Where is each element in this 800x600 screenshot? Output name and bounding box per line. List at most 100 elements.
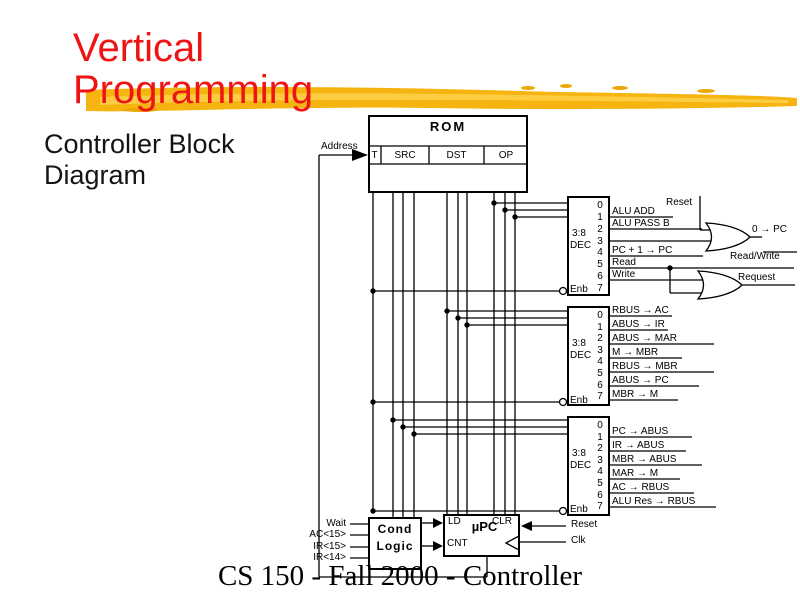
decoder-src-digit: 7 bbox=[597, 501, 603, 512]
dst-signal-label: ABUS → PC bbox=[612, 375, 669, 386]
cond-input-ir14: IR<14> bbox=[313, 552, 346, 563]
cond-logic-line2: Logic bbox=[376, 539, 414, 553]
swoosh-fleck bbox=[521, 86, 535, 90]
swoosh-fleck bbox=[697, 89, 715, 93]
arrowheads bbox=[352, 149, 532, 551]
decoder-dst-box bbox=[567, 306, 610, 406]
decoder-op-digit: 1 bbox=[597, 212, 603, 223]
decoder-op-box bbox=[567, 196, 610, 296]
decoder-op-digit: 3 bbox=[597, 236, 603, 247]
cond-input-wait: Wait bbox=[326, 518, 346, 529]
decoder-dst-ratio: 3:8 bbox=[572, 338, 586, 349]
decoder-src-name: DEC bbox=[570, 460, 592, 471]
wires bbox=[318, 145, 797, 578]
decoder-src-digit: 3 bbox=[597, 455, 603, 466]
cond-logic-box bbox=[368, 517, 422, 570]
decoder-src-box bbox=[567, 416, 610, 516]
upc-ld-label: LD bbox=[448, 516, 461, 527]
or-gate-request bbox=[696, 270, 743, 300]
src-signal-label: PC → ABUS bbox=[612, 426, 669, 437]
request-label: Request bbox=[738, 272, 776, 283]
op-signal-label: ALU ADD bbox=[612, 206, 655, 217]
src-signal-label: MAR → M bbox=[612, 468, 659, 479]
upc-title: µPC bbox=[471, 519, 498, 534]
enable-bubbles bbox=[558, 286, 568, 516]
rom-title: ROM bbox=[429, 119, 467, 134]
slide-footer: CS 150 - Fall 2000 - Controller bbox=[217, 560, 583, 592]
clk-label: Clk bbox=[571, 535, 586, 546]
cond-logic-line1: Cond bbox=[377, 522, 413, 536]
cnt-arrow bbox=[433, 541, 443, 551]
src-signal-label: AC → RBUS bbox=[612, 482, 670, 493]
src-signal-label: MBR → ABUS bbox=[612, 454, 677, 465]
dst-signal-label: M → MBR bbox=[612, 347, 659, 358]
op-signal-label: PC + 1 → PC bbox=[612, 245, 673, 256]
src-signal-label: ALU Res → RBUS bbox=[612, 496, 696, 507]
decoder-op-digit: 7 bbox=[597, 283, 603, 294]
cond-input-ac15: AC<15> bbox=[309, 529, 346, 540]
decoder-dst-digit: 6 bbox=[597, 380, 603, 391]
rom-field-t: T bbox=[371, 150, 378, 161]
decoder-src-digit: 6 bbox=[597, 490, 603, 501]
decoder-op-digit: 4 bbox=[597, 247, 603, 258]
decoder-dst-digit: 7 bbox=[597, 391, 603, 402]
or-gate-zero-pc bbox=[704, 222, 751, 252]
swoosh-fleck bbox=[122, 108, 158, 112]
page-title-line2: Programming bbox=[73, 68, 314, 112]
op-signal-label: Write bbox=[612, 269, 636, 280]
decoder-dst-digit: 5 bbox=[597, 368, 603, 379]
reset-arrow bbox=[521, 521, 532, 531]
decoder-src-digit: 4 bbox=[597, 466, 603, 477]
rom-field-src: SRC bbox=[394, 150, 416, 161]
swoosh-highlight bbox=[100, 93, 788, 105]
upc-clr-label: CLR bbox=[492, 516, 513, 527]
reset-bottom-label: Reset bbox=[571, 519, 598, 530]
decoder-dst-digit: 3 bbox=[597, 345, 603, 356]
junction-dots bbox=[370, 200, 673, 514]
clock-triangle-icon bbox=[504, 535, 520, 551]
rom-field-op: OP bbox=[498, 150, 514, 161]
op-signal-label: ALU PASS B bbox=[612, 218, 670, 229]
decoder-dst-digit: 0 bbox=[597, 310, 603, 321]
decoder-dst-enb: Enb bbox=[570, 395, 588, 406]
swoosh-fleck bbox=[560, 84, 572, 88]
decoder-dst-digit: 1 bbox=[597, 322, 603, 333]
decoder-src-enb: Enb bbox=[570, 504, 588, 515]
decoder-op-digit: 0 bbox=[597, 200, 603, 211]
ld-arrow bbox=[433, 518, 443, 528]
reset-top-label: Reset bbox=[666, 197, 693, 208]
address-label: Address bbox=[321, 141, 358, 152]
dst-signal-label: RBUS → MBR bbox=[612, 361, 678, 372]
decoder-dst-name: DEC bbox=[570, 350, 592, 361]
swoosh-fleck bbox=[612, 86, 628, 90]
rom-box bbox=[368, 115, 528, 193]
decoder-src-digit: 1 bbox=[597, 432, 603, 443]
decoder-op-digit: 5 bbox=[597, 259, 603, 270]
zero-to-pc-label: 0 → PC bbox=[752, 224, 788, 235]
dst-signal-label: RBUS → AC bbox=[612, 305, 669, 316]
decoder-src-digit: 0 bbox=[597, 420, 603, 431]
dst-signal-label: MBR → M bbox=[612, 389, 659, 400]
dst-signal-label: ABUS → IR bbox=[612, 319, 665, 330]
decoder-src-digit: 5 bbox=[597, 478, 603, 489]
upc-box bbox=[443, 514, 520, 557]
page-title-line1: Vertical bbox=[73, 26, 205, 70]
read-write-label: Read/Write bbox=[730, 251, 780, 262]
decoder-src-ratio: 3:8 bbox=[572, 448, 586, 459]
src-signal-label: IR → ABUS bbox=[612, 440, 665, 451]
dst-signal-label: ABUS → MAR bbox=[612, 333, 678, 344]
rom-field-dst: DST bbox=[446, 150, 467, 161]
cond-input-ir15: IR<15> bbox=[313, 541, 346, 552]
op-signal-label: Read bbox=[612, 257, 636, 268]
decoder-op-digit: 2 bbox=[597, 224, 603, 235]
decoder-dst-digit: 2 bbox=[597, 333, 603, 344]
decoder-src-digit: 2 bbox=[597, 443, 603, 454]
decoder-op-enb: Enb bbox=[570, 284, 588, 295]
decoder-op-digit: 6 bbox=[597, 271, 603, 282]
decoder-op-ratio: 3:8 bbox=[572, 228, 586, 239]
address-arrow bbox=[352, 149, 368, 161]
upc-cnt-label: CNT bbox=[447, 538, 468, 549]
